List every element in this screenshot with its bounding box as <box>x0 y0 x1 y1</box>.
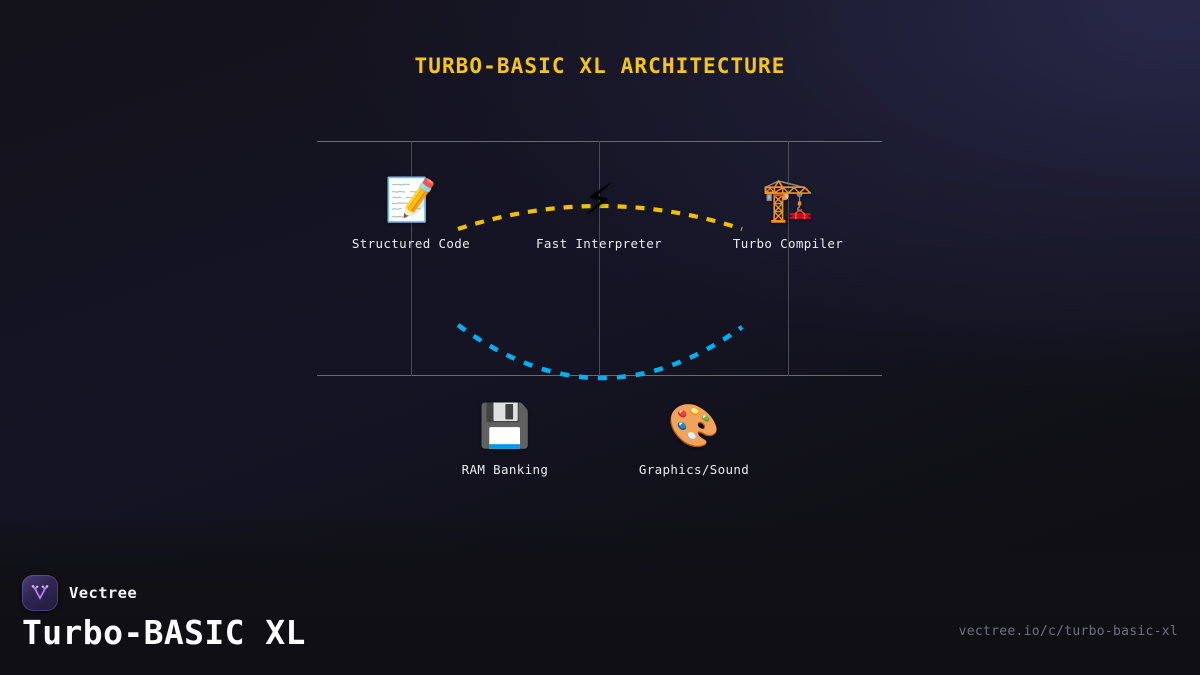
chart-node-turbo-compiler[interactable]: 🏗️ Turbo Compiler <box>688 175 888 252</box>
chart-node-label: Graphics/Sound <box>638 462 750 477</box>
brand-name: Vectree <box>69 584 138 602</box>
plot-area <box>317 141 882 376</box>
floppy-disk-icon: 💾 <box>478 401 532 450</box>
brand-row[interactable]: Vectree <box>22 575 137 611</box>
chart-node-label: Fast Interpreter <box>535 236 662 251</box>
gridline-vertical-3 <box>788 141 789 376</box>
chart-node-label: Turbo Compiler <box>732 236 844 251</box>
chart-node-label: Structured Code <box>351 236 471 251</box>
gridline-vertical-1 <box>411 141 412 376</box>
page-title: Turbo-BASIC XL <box>22 613 306 652</box>
background-footer-fade <box>0 520 1200 675</box>
upper-arc-path <box>457 203 743 231</box>
chart-node-ram-banking[interactable]: 💾 RAM Banking <box>405 401 605 478</box>
source-url: vectree.io/c/turbo-basic-xl <box>958 624 1178 639</box>
vectree-logo-icon <box>22 575 58 611</box>
chart-node-graphics-sound[interactable]: 🎨 Graphics/Sound <box>594 401 794 478</box>
chart-node-fast-interpreter[interactable]: ⚡ Fast Interpreter <box>499 175 699 252</box>
chart-node-label: RAM Banking <box>461 462 549 477</box>
vectree-mark-icon <box>31 585 49 601</box>
chart-title: TURBO-BASIC XL ARCHITECTURE <box>414 54 786 78</box>
lower-arc-path <box>456 323 744 381</box>
gridline-vertical-2 <box>599 141 600 376</box>
artist-palette-icon: 🎨 <box>667 401 721 450</box>
memo-icon: 📝 <box>384 175 438 224</box>
high-voltage-icon: ⚡ <box>584 175 614 224</box>
chart-node-structured-code[interactable]: 📝 Structured Code <box>311 175 511 252</box>
construction-crane-icon: 🏗️ <box>761 175 815 224</box>
